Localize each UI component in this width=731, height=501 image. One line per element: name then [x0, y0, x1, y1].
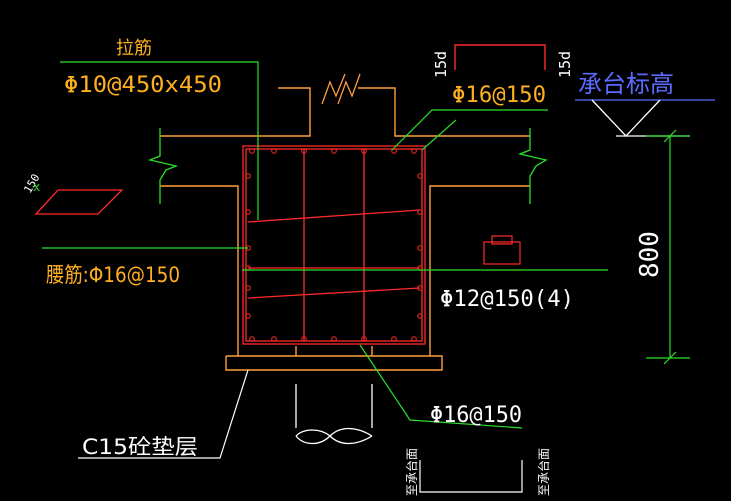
elevation-symbol	[575, 99, 715, 137]
rebar-dot	[245, 313, 251, 319]
rebar-dot	[417, 285, 423, 291]
rebar-dot	[249, 148, 255, 154]
hook-right-label: 15d	[556, 51, 574, 78]
rebar-dot	[361, 336, 367, 342]
cushion-leader	[78, 369, 249, 459]
rebar-dot	[245, 173, 251, 179]
hook-left-label: 15d	[432, 51, 450, 78]
stirrup-spec-label: Φ12@150(4)	[440, 287, 574, 312]
depth-dimension-label: 800	[635, 231, 665, 278]
rebar-dot	[245, 285, 251, 291]
pile	[295, 384, 373, 445]
cushion-label: C15砼垫层	[82, 435, 198, 459]
rebar-dots	[245, 148, 423, 342]
rebar-cage	[242, 145, 426, 345]
rebar-dot	[301, 336, 307, 342]
rebar-dot	[417, 245, 423, 251]
rebar-dot	[245, 209, 251, 215]
small-x-mark: x	[33, 180, 40, 194]
break-symbols-sides	[147, 128, 548, 204]
bar-end-left-label: 至承台面	[404, 448, 419, 496]
stirrup-symbol	[483, 235, 521, 265]
leader-lines	[42, 61, 608, 429]
bar-end-detail	[419, 460, 523, 493]
rebar-dot	[249, 336, 255, 342]
rebar-dot	[361, 148, 367, 154]
dimension-800	[646, 129, 690, 365]
break-symbol	[321, 73, 361, 105]
rebar-dot	[331, 148, 337, 154]
bar-end-right-label: 至承台面	[536, 448, 551, 496]
rebar-dot	[391, 336, 397, 342]
rebar-dot	[417, 313, 423, 319]
rebar-dot	[301, 148, 307, 154]
cap-elevation-label: 承台标高	[578, 70, 674, 98]
rebar-dot	[331, 336, 337, 342]
hook-detail	[454, 44, 546, 70]
rebar-dot	[271, 148, 277, 154]
tie-bar-title: 拉筋	[116, 38, 152, 59]
tie-bar-spec: Φ10@450x450	[64, 73, 222, 98]
bottom-bar-spec: Φ16@150	[430, 403, 522, 428]
waist-bar-label: 腰筋:Φ16@150	[46, 263, 180, 287]
plan-symbol	[34, 189, 124, 215]
rebar-dot	[271, 336, 277, 342]
top-bar-spec: Φ16@150	[452, 83, 546, 108]
rebar-dot	[411, 148, 417, 154]
rebar-dot	[417, 209, 423, 215]
rebar-dot	[411, 336, 417, 342]
rebar-dot	[417, 173, 423, 179]
concrete-outline	[160, 87, 530, 371]
